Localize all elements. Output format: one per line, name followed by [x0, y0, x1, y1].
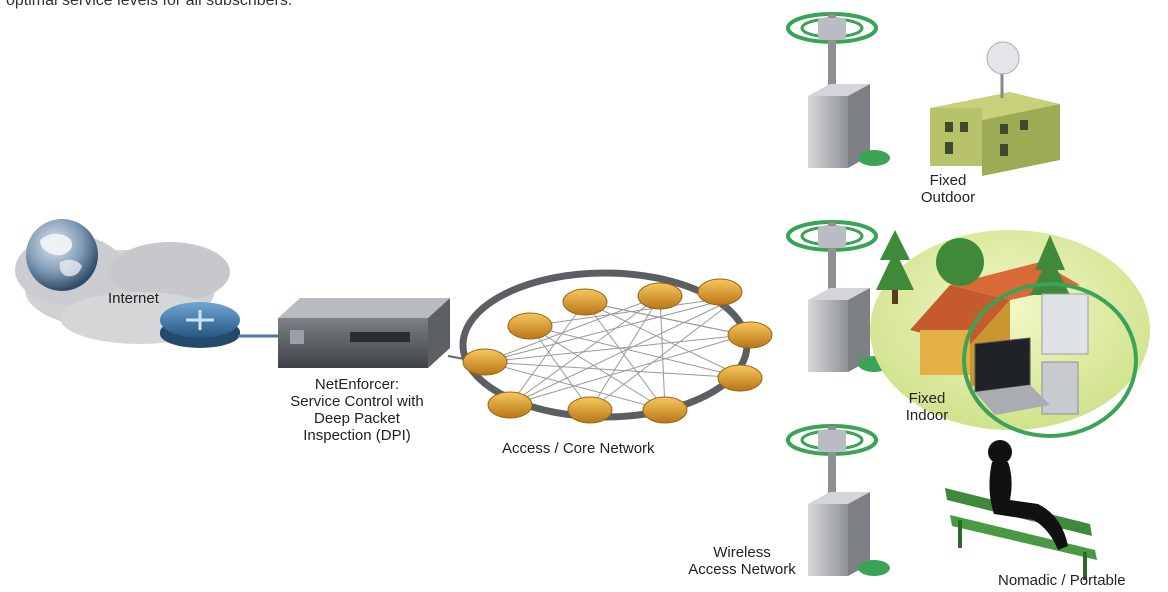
- access-core-network-label: Access / Core Network: [502, 440, 655, 457]
- base-station-icon: [786, 12, 890, 168]
- server-appliance-icon: [278, 298, 450, 368]
- router-icon: [160, 302, 240, 348]
- nomadic-portable-label: Nomadic / Portable: [998, 572, 1126, 589]
- base-station-icon: [786, 424, 890, 576]
- router-ring-icon: [459, 269, 773, 424]
- intro-text: optimal service levels for all subscribe…: [6, 0, 293, 9]
- person-on-bench-icon: [945, 440, 1097, 580]
- globe-icon: [26, 219, 98, 291]
- building-icon: [930, 41, 1060, 176]
- house-icon: [870, 230, 1150, 438]
- laptop-icon: [974, 337, 1050, 415]
- fixed-indoor-label: Fixed Indoor: [905, 390, 949, 424]
- wireless-access-network-label: Wireless Access Network: [688, 544, 796, 578]
- base-station-icon: [786, 220, 890, 372]
- netenforcer-label: NetEnforcer: Service Control with Deep P…: [290, 376, 424, 444]
- fixed-outdoor-label: Fixed Outdoor: [920, 172, 976, 206]
- internet-label: Internet: [108, 290, 159, 307]
